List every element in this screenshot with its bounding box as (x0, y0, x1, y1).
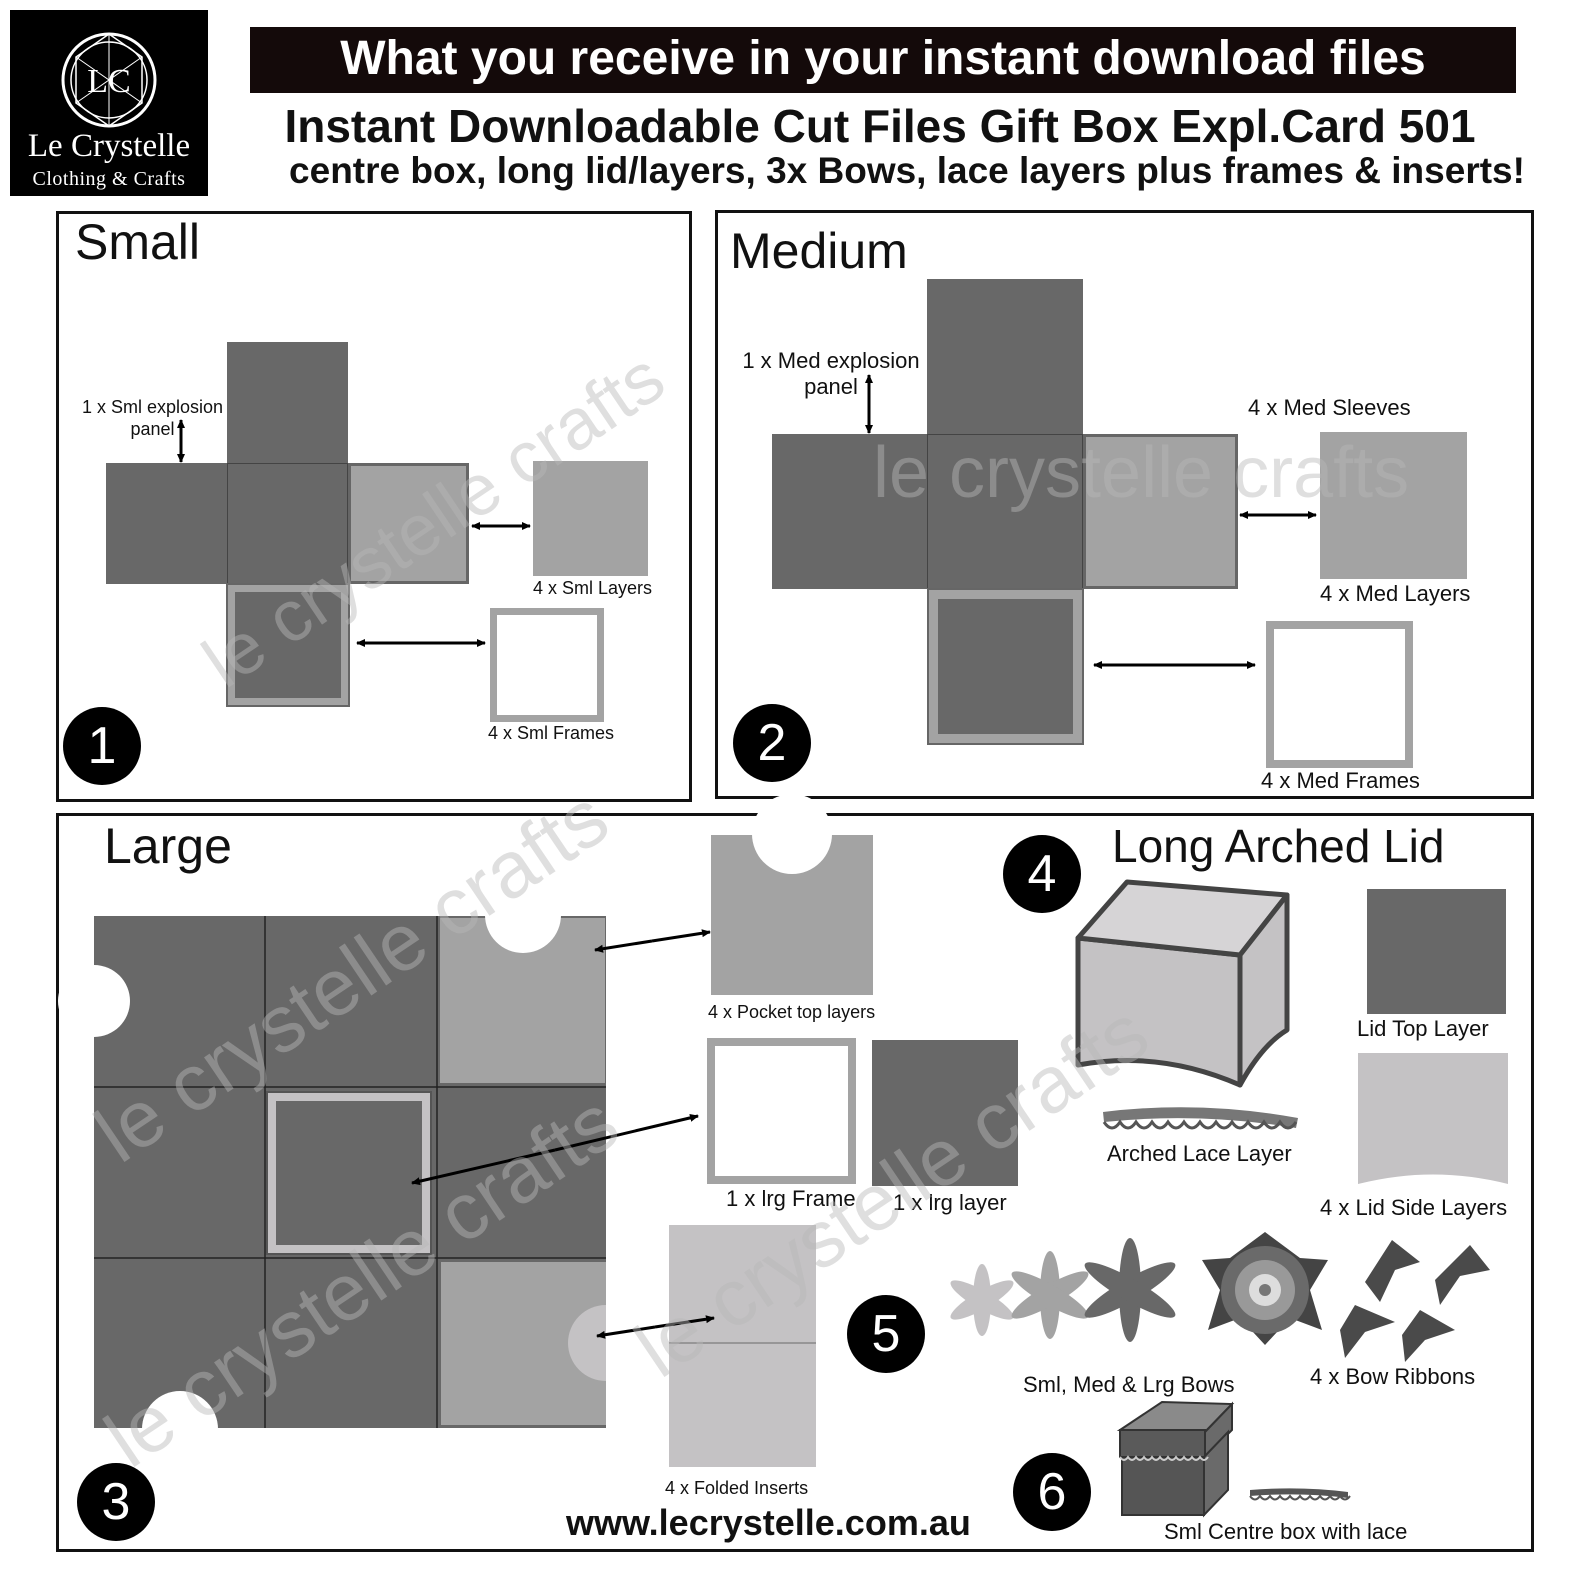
panel-medium (715, 210, 1534, 799)
medium-panel-right (1083, 434, 1238, 589)
small-panel-centre (227, 463, 348, 584)
step-badge-4: 4 (1003, 835, 1081, 913)
small-arrows (177, 419, 531, 647)
medium-arrows (865, 374, 1317, 669)
brand-name: Le Crystelle (27, 128, 191, 164)
medium-panel-left (772, 434, 927, 589)
small-frame-piece (490, 608, 604, 722)
watermark-large-3: le crystelle crafts (620, 987, 1164, 1394)
medium-panel-centre (927, 434, 1083, 589)
lid-top-layer-piece (1367, 889, 1506, 1014)
notch-right (568, 1305, 606, 1381)
lid-side-layer-piece (1358, 1053, 1508, 1184)
step-badge-1: 1 (63, 707, 141, 785)
small-layer-piece (533, 461, 648, 576)
medium-panel-bottom (927, 588, 1084, 745)
small-explosion-label: 1 x Sml explosion panel (81, 397, 224, 439)
medium-panel-top (927, 279, 1083, 434)
bow-large-icon (1084, 1238, 1176, 1342)
small-frames-label: 4 x Sml Frames (488, 723, 615, 743)
arched-lace-icon (1102, 1107, 1298, 1130)
lid-title: Long Arched Lid (1112, 820, 1445, 872)
medium-frame-piece (1266, 621, 1413, 768)
step-badge-3: 3 (77, 1463, 155, 1541)
brand-logo: LC Le Crystelle Clothing & Crafts (10, 10, 208, 196)
inserts-label: 4 x Folded Inserts (665, 1478, 809, 1498)
arched-lid-box-icon (1075, 879, 1290, 1088)
large-frame-piece (707, 1038, 856, 1184)
small-panel-left (106, 463, 227, 584)
large-frame-label: 1 x lrg Frame (726, 1186, 856, 1211)
bow-medium-icon (1011, 1251, 1089, 1339)
panel-medium-title: Medium (730, 223, 908, 279)
pocket-notch (752, 794, 832, 874)
watermark-medium: le crystelle crafts (873, 433, 1409, 513)
page-subtitle: centre box, long lid/layers, 3x Bows, la… (289, 150, 1525, 191)
header-banner: What you receive in your instant downloa… (250, 27, 1516, 93)
small-layers-label: 4 x Sml Layers (533, 578, 653, 598)
folded-insert-piece (669, 1225, 816, 1467)
medium-layer-piece (1320, 432, 1467, 579)
step-badge-5: 5 (847, 1295, 925, 1373)
centre-box-lace-trim (1119, 1455, 1209, 1461)
monogram-icon: LC (61, 32, 157, 128)
step-badge-6: 6 (1013, 1453, 1091, 1531)
panel-large-title: Large (104, 818, 232, 874)
medium-sleeves-label: 4 x Med Sleeves (1248, 395, 1411, 420)
medium-explosion-label: 1 x Med explosion panel (742, 348, 920, 399)
bow-ribbons-icon (1340, 1240, 1490, 1362)
small-panel-bottom (226, 583, 350, 707)
lid-top-label: Lid Top Layer (1357, 1016, 1489, 1041)
panel-small-title: Small (75, 214, 201, 270)
watermark-small: le crystelle crafts (189, 337, 678, 703)
ribbons-label: 4 x Bow Ribbons (1310, 1364, 1476, 1389)
large-grid-lines (94, 916, 606, 1428)
notch-left (58, 965, 130, 1037)
brand-tagline: Clothing & Crafts (32, 168, 186, 190)
notch-bottom (142, 1391, 218, 1467)
svg-text:LC: LC (87, 63, 130, 100)
large-layer-piece (872, 1040, 1018, 1186)
centre-box-icon (1116, 1400, 1235, 1518)
page-title: Instant Downloadable Cut Files Gift Box … (284, 100, 1476, 152)
lace-label: Arched Lace Layer (1107, 1141, 1292, 1166)
assembled-bow-icon (1202, 1232, 1328, 1345)
large-arrows (411, 929, 715, 1339)
website-link[interactable]: www.lecrystelle.com.au (566, 1502, 971, 1543)
panel-small (56, 211, 692, 802)
large-layer-label: 1 x lrg layer (893, 1190, 1007, 1215)
medium-layers-label: 4 x Med Layers (1320, 581, 1471, 606)
small-panel-right (348, 463, 469, 584)
notch-top (485, 877, 561, 953)
step-badge-2: 2 (733, 704, 811, 782)
bows-label: Sml, Med & Lrg Bows (1023, 1372, 1235, 1397)
pocket-label: 4 x Pocket top layers (708, 1002, 876, 1022)
large-centre-frame (266, 1091, 432, 1255)
small-panel-top (227, 342, 348, 463)
lid-side-label: 4 x Lid Side Layers (1320, 1195, 1508, 1220)
centre-box-label: Sml Centre box with lace (1164, 1519, 1408, 1544)
medium-frames-label: 4 x Med Frames (1261, 768, 1420, 793)
centre-lace-strip-icon (1249, 1488, 1351, 1501)
bow-small-icon (950, 1264, 1014, 1336)
